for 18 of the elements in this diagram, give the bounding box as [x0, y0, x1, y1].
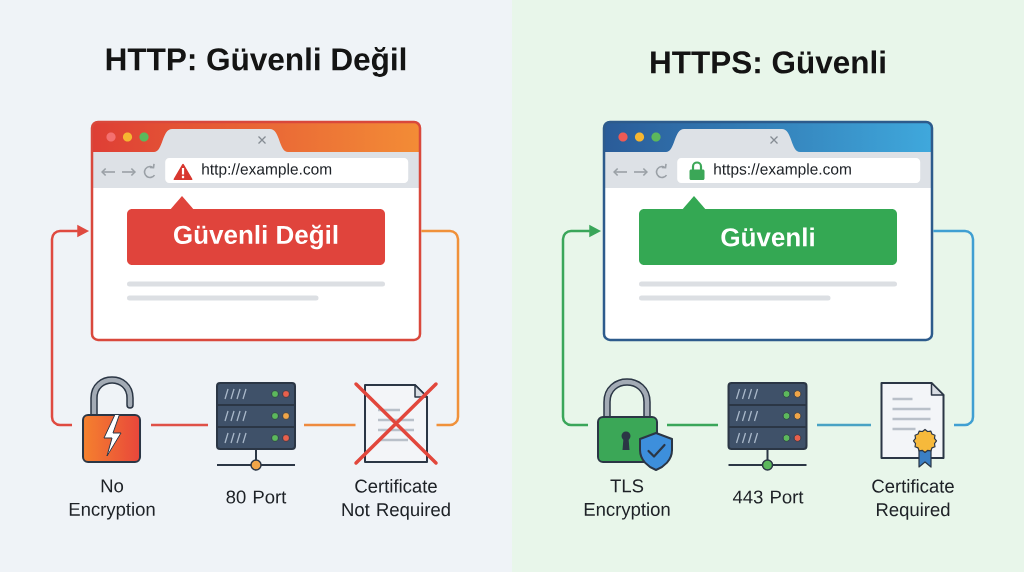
connector-line [304, 423, 356, 427]
connector-line [817, 423, 871, 427]
connector-line [421, 229, 460, 427]
icon-caption: 80 Port [226, 490, 287, 504]
icon-caption: No Encryption [69, 479, 155, 520]
callout-banner: Güvenli [639, 196, 897, 265]
connector-line [933, 229, 975, 427]
address-bar: https://example.com [677, 158, 921, 183]
callout-banner: Güvenli Değil [127, 196, 385, 265]
heading: HTTPS: Güvenli [651, 50, 885, 74]
heading: HTTP: Güvenli Değil [106, 47, 406, 77]
address-bar: http://example.com [165, 158, 409, 183]
connector-line [667, 423, 718, 427]
icon-caption: TLS Encryption [584, 479, 670, 520]
icon-caption: Certificate Not Required [342, 479, 450, 520]
connector-line [151, 423, 208, 427]
icon-caption: 443 Port [732, 490, 804, 504]
icon-caption: Certificate Required [872, 479, 954, 520]
